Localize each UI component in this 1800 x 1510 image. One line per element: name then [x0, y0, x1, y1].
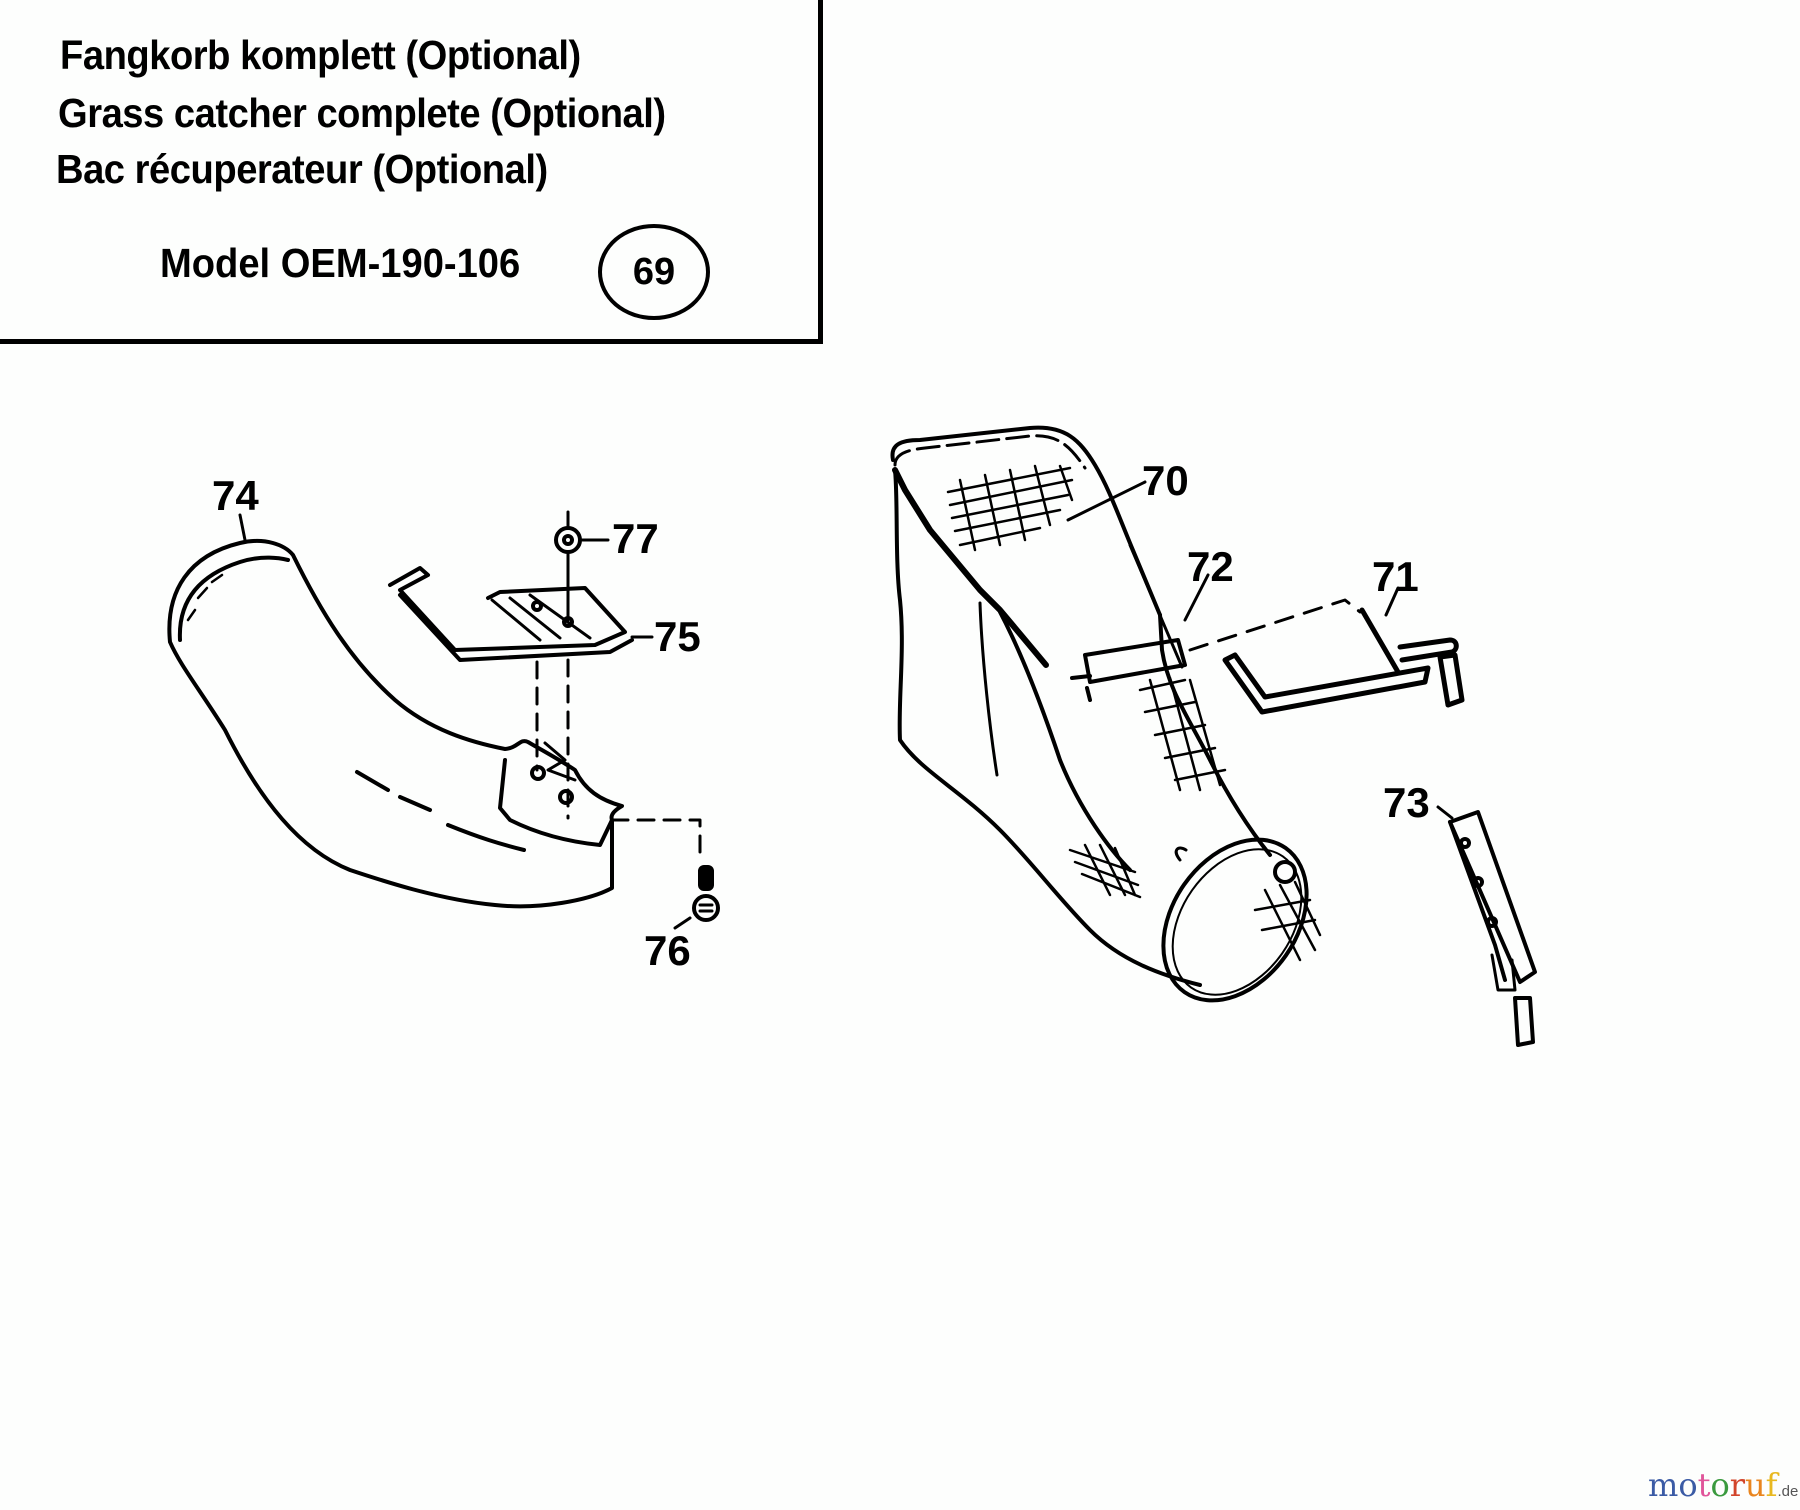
watermark-letter: o: [1678, 1466, 1698, 1504]
watermark-letter: f: [1765, 1466, 1778, 1504]
watermark-letter: m: [1648, 1466, 1679, 1504]
watermark-letter: r: [1729, 1466, 1746, 1504]
callout-71: 71: [1372, 553, 1419, 600]
reference-number-badge: 69: [598, 224, 710, 320]
reference-number: 69: [632, 250, 676, 293]
part-74-discharge-chute: [167, 513, 624, 909]
callout-74: 74: [212, 472, 259, 519]
part-72-bag-frame-rod: [1070, 543, 1210, 702]
callout-70: 70: [1142, 457, 1189, 504]
callout-76: 76: [644, 927, 691, 974]
assembly-dashed-lines-left: [535, 658, 702, 857]
watermark-letter: u: [1745, 1466, 1766, 1504]
assembly-dashed-line-right: [1188, 598, 1362, 652]
part-77-nut: [554, 510, 610, 622]
title-block: Fangkorb komplett (Optional) Grass catch…: [0, 0, 823, 344]
part-70-grass-catcher-bag: [890, 425, 1322, 1003]
title-german: Fangkorb komplett (Optional): [60, 32, 581, 78]
title-french: Bac récuperateur (Optional): [56, 146, 548, 192]
part-73-mounting-bracket: [1436, 805, 1537, 1047]
watermark-letter: o: [1710, 1466, 1730, 1504]
title-english: Grass catcher complete (Optional): [58, 90, 666, 136]
watermark-letter: t: [1697, 1466, 1711, 1504]
part-76-screw: [673, 865, 720, 930]
callout-77: 77: [612, 515, 659, 562]
part-75-chute-bracket: [388, 566, 654, 662]
callout-72: 72: [1187, 543, 1234, 590]
part-71-catcher-frame-handle: [1222, 586, 1465, 715]
callout-73: 73: [1383, 779, 1430, 826]
watermark-tld: .de: [1777, 1483, 1799, 1500]
model-number: Model OEM-190-106: [160, 240, 521, 286]
callout-75: 75: [654, 613, 701, 660]
motoruf-watermark: motoruf.de: [1648, 1466, 1798, 1504]
